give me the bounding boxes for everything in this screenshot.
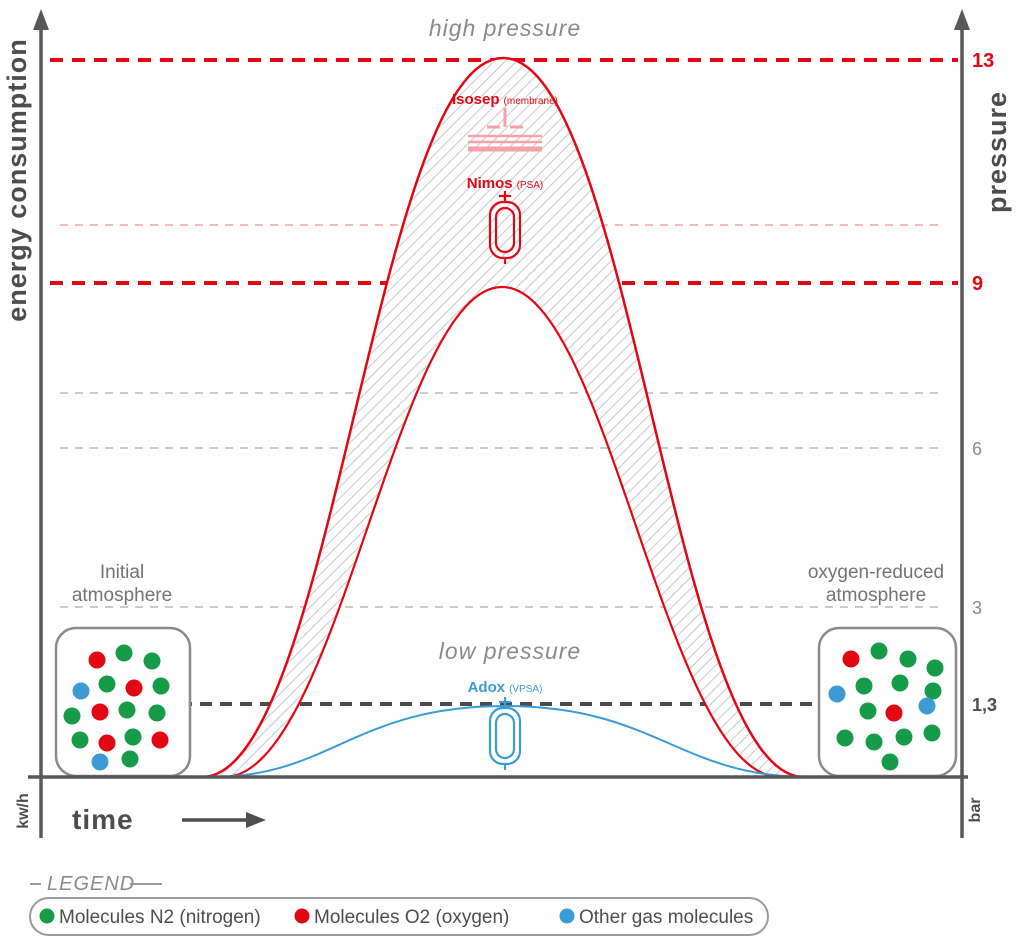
molecule-N2 [881, 753, 899, 771]
isosep-upper-curve [201, 56, 805, 779]
legend-title: LEGEND [47, 873, 135, 895]
molecule-N2 [870, 642, 888, 660]
high-pressure-label: high pressure [429, 15, 581, 41]
reduced-molecules [828, 642, 944, 771]
nimos-lower-curve [223, 285, 781, 779]
legend-box [29, 897, 769, 936]
molecule-O2 [98, 734, 116, 752]
tick-9: 9 [972, 273, 983, 295]
molecule-O2 [88, 651, 106, 669]
membrane-icon [468, 108, 542, 152]
molecule-N2 [865, 733, 883, 751]
legend-item-other-label: Other gas molecules [579, 907, 753, 928]
molecule-N2 [924, 682, 942, 700]
isosep-name: Isosep [452, 91, 500, 108]
legend-item-other: Other gas molecules [559, 907, 753, 928]
molecule-O2 [151, 731, 169, 749]
initial-molecules [63, 644, 170, 771]
initial-atmosphere-label-line1: Initial [100, 562, 144, 583]
molecule-N2 [98, 675, 116, 693]
molecule-N2 [859, 702, 877, 720]
molecule-other [918, 697, 936, 715]
molecule-other [72, 682, 90, 700]
adox-name: Adox [468, 679, 506, 696]
time-arrow-head [246, 812, 266, 828]
molecule-N2 [118, 701, 136, 719]
molecule-N2 [115, 644, 133, 662]
tick-13: 13 [972, 50, 994, 72]
tick-3: 3 [972, 598, 982, 618]
right-axis-arrow [954, 9, 970, 30]
adox-label: Adox(VPSA) [468, 679, 543, 696]
nimos-name: Nimos [467, 175, 513, 192]
adox-type: (VPSA) [509, 684, 542, 695]
pressure-axis-label: pressure [982, 91, 1012, 213]
molecule-N2 [926, 659, 944, 677]
isosep-type: (membrane) [504, 96, 558, 107]
n2-molecule-icon [39, 908, 55, 924]
molecule-N2 [891, 674, 909, 692]
molecule-N2 [895, 728, 913, 746]
tick-6: 6 [972, 439, 982, 459]
legend-item-n2: Molecules N2 (nitrogen) [39, 907, 261, 928]
molecule-N2 [124, 728, 142, 746]
legend-item-o2: Molecules O2 (oxygen) [294, 907, 509, 928]
molecule-other [828, 685, 846, 703]
left-axis-arrow [33, 9, 49, 30]
legend-item-o2-label: Molecules O2 (oxygen) [314, 907, 509, 928]
molecule-O2 [91, 703, 109, 721]
molecule-N2 [899, 650, 917, 668]
molecule-N2 [148, 704, 166, 722]
molecule-N2 [152, 677, 170, 695]
time-axis-label: time [72, 804, 134, 835]
reduced-atmosphere-label-line2: atmosphere [826, 585, 926, 606]
initial-atmosphere-label-line2: atmosphere [72, 585, 172, 606]
pressure-band-hatch [202, 58, 804, 777]
nimos-type: (PSA) [517, 180, 544, 191]
molecule-O2 [125, 679, 143, 697]
molecule-N2 [121, 750, 139, 768]
molecule-N2 [923, 724, 941, 742]
tick-1-3: 1,3 [972, 695, 997, 715]
nimos-label: Nimos (PSA) [467, 175, 544, 192]
other-molecule-icon [559, 908, 575, 924]
psa-vessel-icon [488, 191, 522, 264]
low-pressure-label: low pressure [439, 638, 581, 664]
isosep-label: Isosep (membrane) [452, 91, 558, 108]
molecule-N2 [71, 731, 89, 749]
bar-unit-label: bar [967, 798, 984, 823]
legend-item-n2-label: Molecules N2 (nitrogen) [59, 907, 261, 928]
reduced-atmosphere-label-line1: oxygen-reduced [808, 562, 944, 583]
molecule-O2 [885, 704, 903, 722]
molecule-N2 [855, 677, 873, 695]
molecule-N2 [63, 707, 81, 725]
vpsa-vessel-icon [488, 697, 522, 770]
molecule-other [91, 753, 109, 771]
energy-consumption-axis-label: energy consumption [2, 38, 32, 322]
kwh-unit-label: kw/h [15, 793, 32, 829]
molecule-O2 [842, 650, 860, 668]
molecule-N2 [143, 652, 161, 670]
o2-molecule-icon [294, 908, 310, 924]
molecule-N2 [836, 729, 854, 747]
